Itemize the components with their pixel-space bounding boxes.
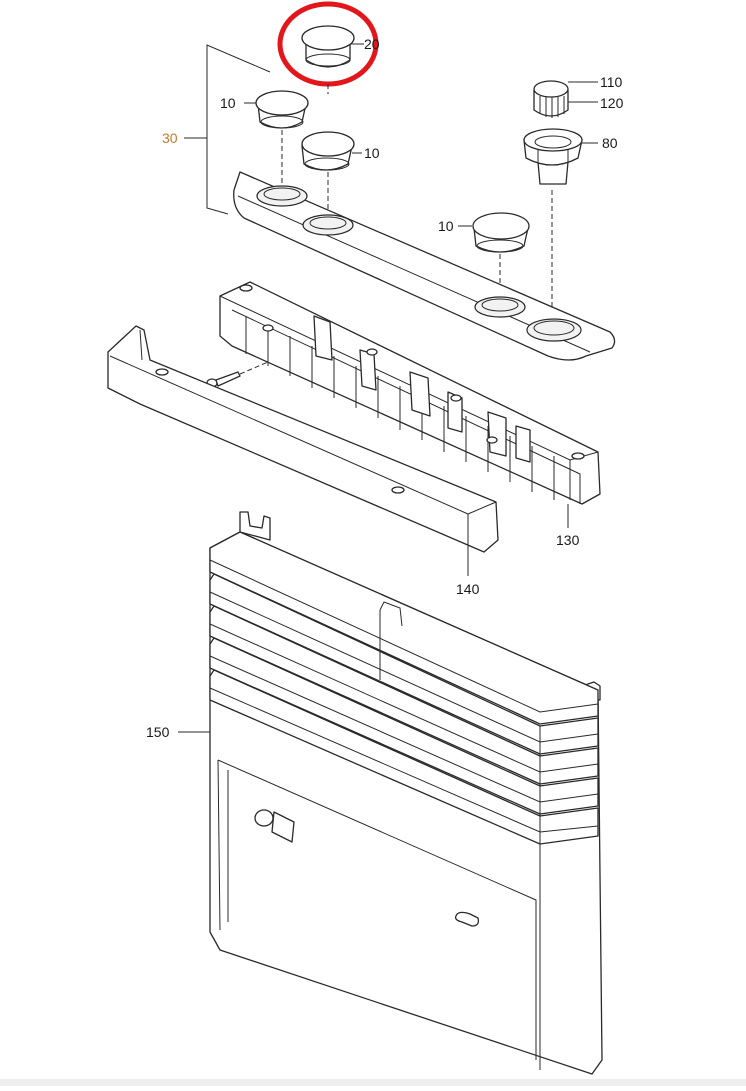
label-110: 110 — [600, 74, 623, 90]
label-150: 150 — [146, 724, 170, 740]
label-80: 80 — [602, 135, 618, 151]
cover-strip — [233, 171, 616, 361]
bracket-30 — [206, 44, 271, 215]
cap-part-10-b — [301, 131, 355, 171]
label-140: 140 — [456, 581, 480, 597]
label-10-b: 10 — [364, 145, 380, 161]
cap-part-20 — [301, 25, 355, 68]
label-120: 120 — [600, 95, 624, 111]
label-10-a: 10 — [220, 95, 236, 111]
label-30: 30 — [162, 130, 178, 146]
cap-part-10-a — [255, 90, 309, 129]
front-grille-part-150 — [209, 511, 603, 1075]
trim-strip-part-140 — [107, 325, 499, 553]
label-10-c: 10 — [438, 218, 454, 234]
screw-part — [206, 361, 269, 388]
bottom-edge — [0, 1079, 746, 1086]
label-20: 20 — [364, 36, 380, 52]
bearing-part-80 — [523, 128, 583, 185]
cap-part-10-c — [472, 212, 530, 253]
label-130: 130 — [556, 532, 580, 548]
frame-part-130 — [219, 281, 601, 505]
knob-part-110 — [533, 80, 569, 118]
